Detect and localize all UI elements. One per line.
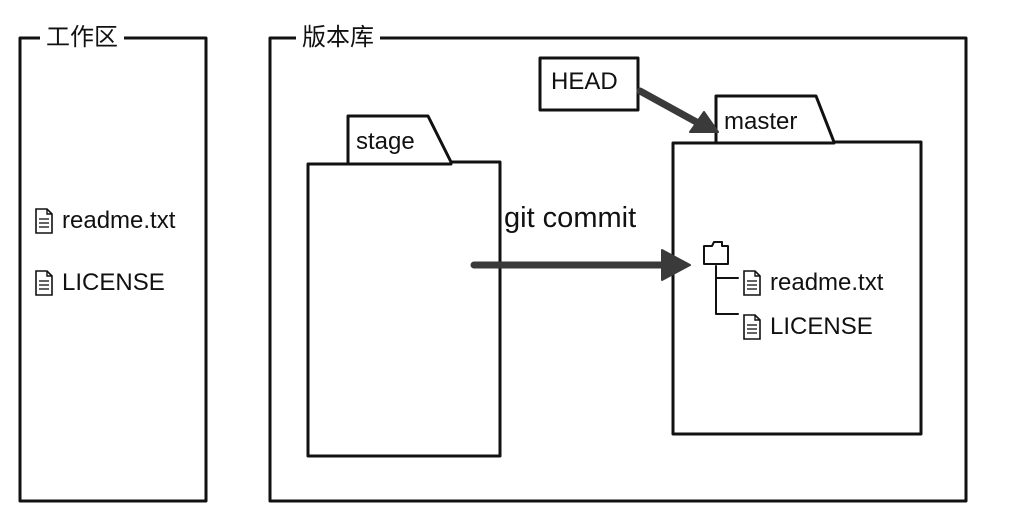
head-arrow	[636, 87, 704, 128]
document-icon	[743, 314, 761, 340]
commit-label: git commit	[504, 202, 637, 234]
stage-folder	[306, 114, 502, 458]
workspace-file-row: readme.txt	[34, 208, 175, 234]
master-label: master	[724, 108, 798, 135]
repository-frame	[268, 36, 968, 503]
stage-label: stage	[356, 128, 415, 155]
workspace-file-label: readme.txt	[62, 207, 176, 234]
folder-icon	[703, 241, 729, 265]
commit-arrowhead	[661, 249, 691, 281]
master-file-row: LICENSE	[742, 314, 873, 340]
document-icon	[743, 270, 761, 296]
head-label: HEAD	[551, 68, 618, 95]
tree-connector	[715, 265, 739, 315]
document-icon	[35, 208, 53, 234]
document-icon	[35, 270, 53, 296]
head-arrowhead	[689, 111, 719, 133]
master-file-label: LICENSE	[770, 313, 873, 340]
master-file-label: readme.txt	[770, 269, 884, 296]
workspace-file-row: LICENSE	[34, 270, 165, 296]
repository-label: 版本库	[296, 26, 380, 50]
master-file-row: readme.txt	[742, 270, 883, 296]
head-box	[538, 56, 640, 112]
workspace-label: 工作区	[40, 26, 124, 50]
workspace-file-label: LICENSE	[62, 269, 165, 296]
